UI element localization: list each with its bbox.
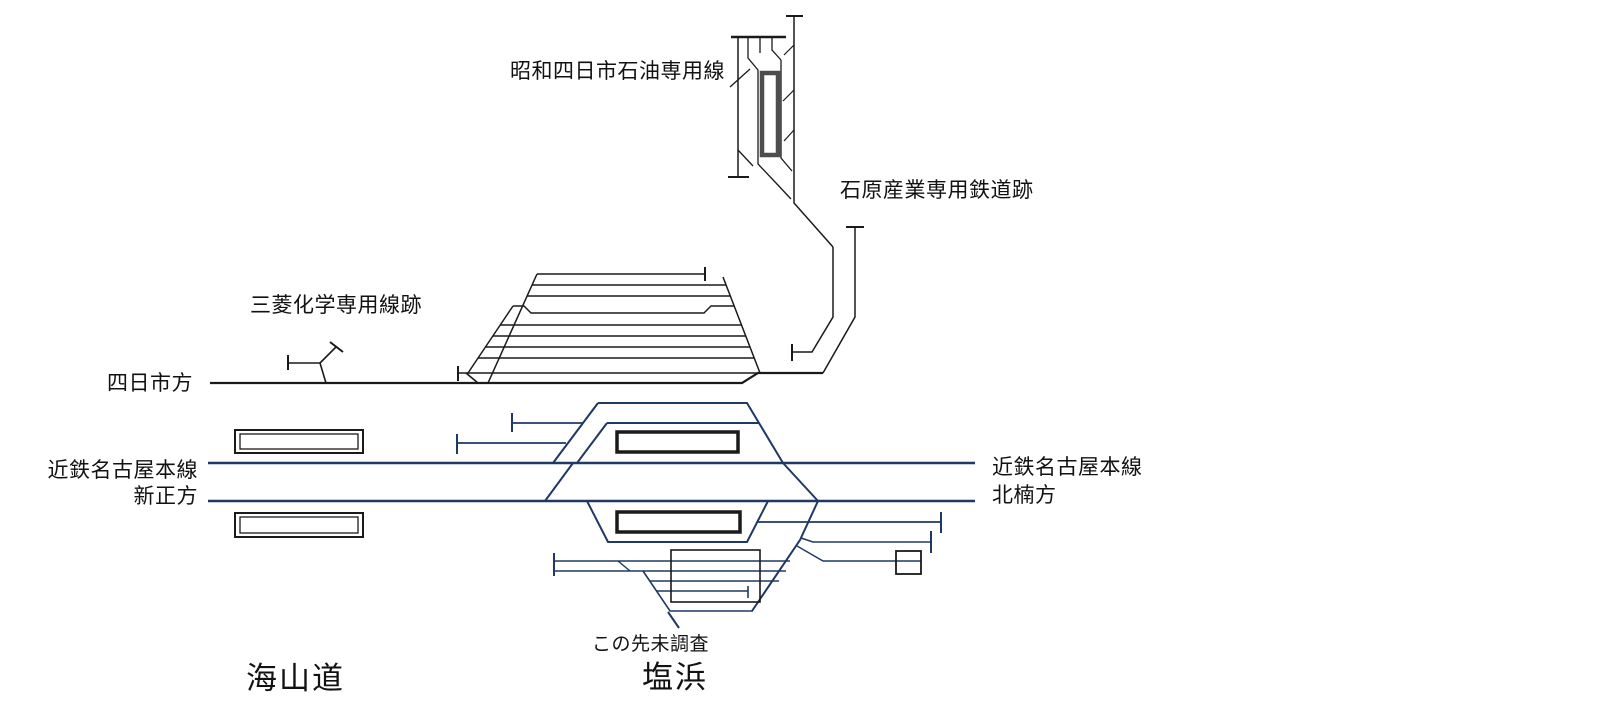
terminal-track: [757, 70, 792, 200]
kintetsu-tracks: [208, 402, 975, 612]
south-loop-track: [586, 500, 769, 543]
label-direction-kitakusu: 北楠方: [992, 484, 1057, 507]
label-mitsubishi-line: 三菱化学専用線跡: [250, 294, 422, 317]
depot-perimeter: [642, 570, 753, 612]
track-end-tick: [329, 341, 344, 353]
label-ishihara-line: 石原産業専用鉄道跡: [840, 179, 1034, 202]
yard-lead: [751, 500, 819, 612]
mitsubishi-stub-diagonal: [319, 346, 337, 364]
terminal-track: [771, 37, 782, 61]
crossover-right: [782, 462, 819, 502]
mitsubishi-branch-tracks: [287, 341, 344, 384]
ishihara-lead-1: [792, 247, 834, 353]
depot-tracks: [553, 553, 790, 629]
shiohama-platform-north: [615, 430, 740, 454]
terminal-crossing: [729, 68, 751, 88]
station-name-shiohama: 塩浜: [642, 660, 708, 695]
label-kintetsu-right: 近鉄名古屋本線: [992, 456, 1143, 479]
kaisando-platform-north-inner: [239, 433, 359, 450]
car-shed-outline: [670, 549, 761, 603]
loop-turnout: [465, 372, 479, 384]
label-showa-oil-line: 昭和四日市石油専用線: [510, 60, 725, 83]
terminal-track: [747, 37, 759, 71]
label-direction-yokkaichi: 四日市方: [107, 372, 193, 395]
freight-main-line: [210, 371, 823, 385]
terminal-switch: [737, 149, 754, 167]
yard-track: [513, 305, 734, 314]
crossover-left: [544, 462, 574, 502]
oil-terminal-tracks: [728, 15, 834, 248]
mitsubishi-stub: [288, 362, 327, 384]
hut-track: [796, 545, 921, 562]
kaisando-platform-south-inner: [239, 516, 359, 534]
depot-switch: [617, 560, 631, 572]
terminal-switch: [783, 129, 795, 142]
label-direction-shinsho: 新正方: [133, 485, 198, 508]
small-hut-outline: [895, 550, 922, 575]
kaisando-platform-north: [234, 429, 364, 454]
terminal-track: [780, 60, 793, 172]
north-loop-track: [598, 402, 784, 464]
yard-ladder-left-inner: [467, 305, 514, 374]
ishihara-lead-2: [822, 227, 856, 374]
station-name-kaisando: 海山道: [246, 661, 345, 696]
label-unexplored-note: この先未調査: [592, 634, 710, 655]
pocket-siding-2: [800, 537, 931, 543]
yard-ladder-left-outer: [487, 273, 538, 384]
label-kintetsu-left: 近鉄名古屋本線: [47, 459, 198, 482]
terminal-switch: [783, 44, 795, 56]
shiohama-platform-south: [615, 510, 742, 534]
oil-loading-platform: [759, 70, 781, 158]
jr-freight-tracks: [210, 267, 823, 385]
ishihara-lead-tracks: [791, 226, 864, 374]
platform1-track: [576, 422, 759, 464]
terminal-lead: [793, 16, 834, 248]
unexplored-stub: [667, 611, 680, 629]
loop-lead-left: [552, 402, 599, 464]
terminal-switch: [782, 89, 795, 102]
structures: [234, 429, 922, 603]
